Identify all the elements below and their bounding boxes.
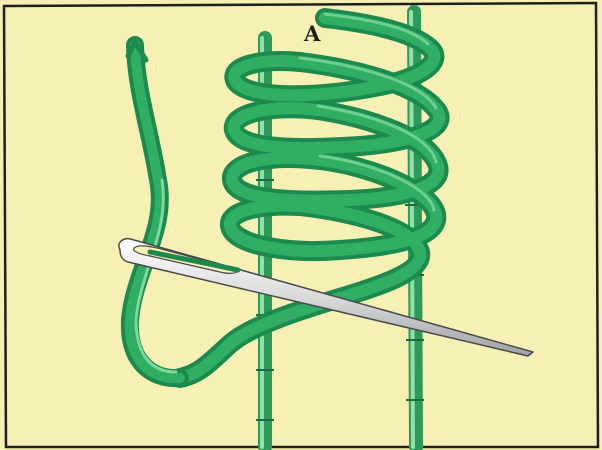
figure-label: A	[303, 21, 321, 46]
